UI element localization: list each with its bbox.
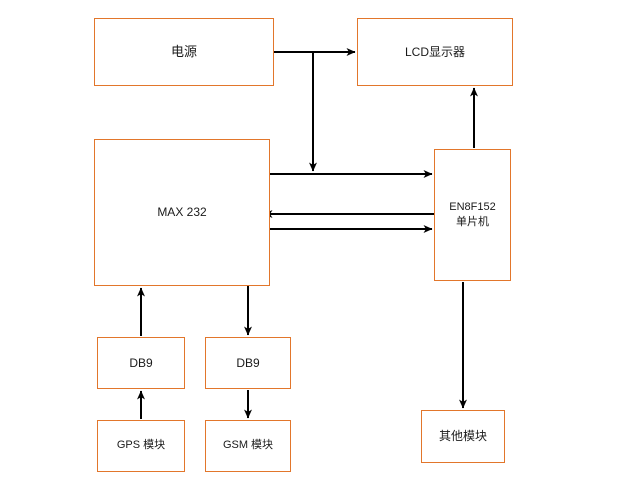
- node-mcu-part-number: EN8F152: [449, 200, 496, 213]
- node-mcu-en8f152[interactable]: EN8F152 单片机: [434, 149, 511, 281]
- node-mcu-label: 单片机: [456, 215, 489, 228]
- node-db9-left-label: DB9: [129, 355, 153, 370]
- node-power-supply[interactable]: 电源: [94, 18, 274, 86]
- node-max232[interactable]: MAX 232: [94, 139, 270, 286]
- node-gps-module[interactable]: GPS 模块: [97, 420, 185, 472]
- node-power-supply-label: 电源: [170, 43, 197, 59]
- node-lcd-display[interactable]: LCD显示器: [357, 18, 513, 86]
- node-db9-right[interactable]: DB9: [205, 337, 291, 389]
- node-db9-left[interactable]: DB9: [97, 337, 185, 389]
- node-db9-right-label: DB9: [236, 355, 260, 370]
- node-other-modules-label: 其他模块: [438, 429, 487, 443]
- node-lcd-display-label: LCD显示器: [404, 44, 465, 59]
- node-gsm-module[interactable]: GSM 模块: [205, 420, 291, 472]
- node-gps-module-label: GPS 模块: [116, 439, 166, 452]
- node-other-modules[interactable]: 其他模块: [421, 410, 505, 463]
- node-gsm-module-label: GSM 模块: [222, 439, 274, 452]
- node-max232-label: MAX 232: [157, 205, 207, 219]
